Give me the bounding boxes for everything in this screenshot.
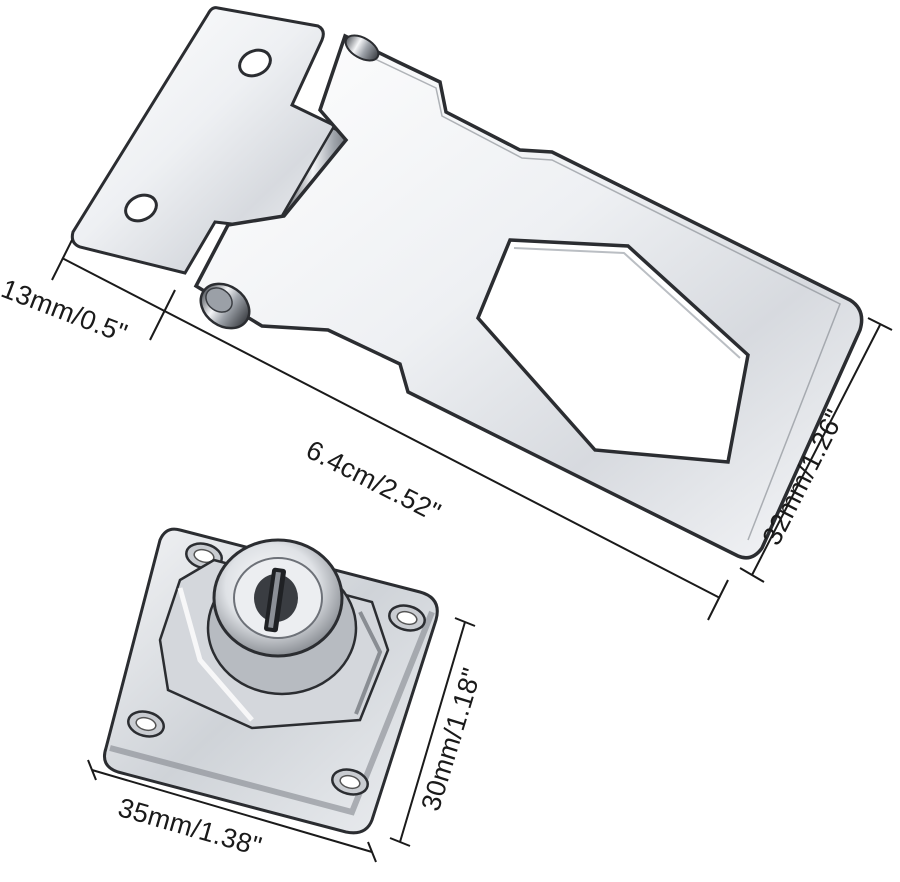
screw-hole-icon bbox=[238, 48, 272, 78]
hasp bbox=[70, 6, 864, 560]
mounting-hole-icon bbox=[127, 710, 165, 738]
cam-lock bbox=[103, 527, 439, 835]
mounting-hole-icon bbox=[388, 604, 426, 632]
screw-hole-icon bbox=[124, 193, 158, 223]
staple-slot bbox=[475, 238, 750, 464]
mounting-hole-icon bbox=[331, 768, 369, 796]
hinge-pin-top bbox=[344, 34, 380, 62]
dimension-lines bbox=[51, 239, 893, 863]
